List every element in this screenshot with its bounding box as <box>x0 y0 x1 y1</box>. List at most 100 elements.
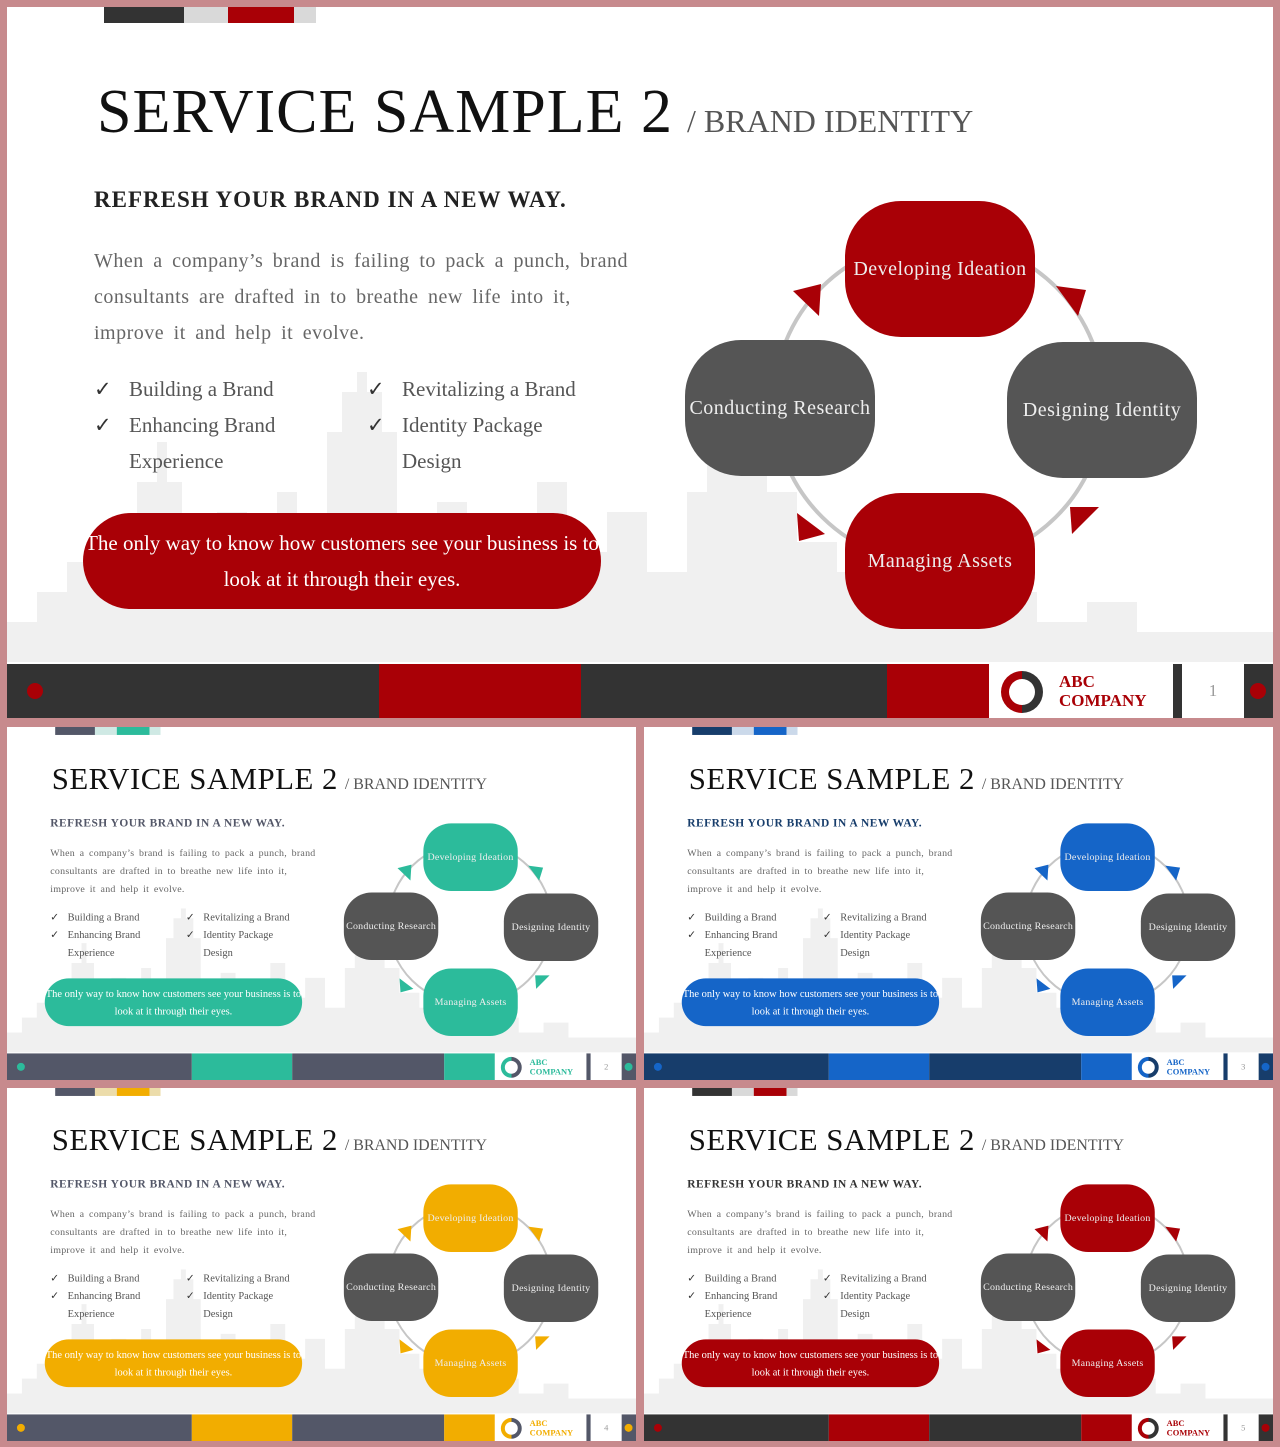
slide-thumbnail-red-small[interactable]: SERVICE SAMPLE 2/ BRAND IDENTITY REFRESH… <box>644 1088 1273 1441</box>
check-icon: ✓ <box>687 1271 696 1284</box>
quote-callout: The only way to know how customers see y… <box>83 513 601 609</box>
page-number: 2 <box>590 1053 622 1080</box>
checklist-right: ✓Revitalizing a Brand ✓Identity Package … <box>367 371 632 479</box>
arrow-icon <box>1034 1225 1049 1242</box>
arrow-icon <box>399 978 414 993</box>
quote-callout: The only way to know how customers see y… <box>44 978 303 1027</box>
body-paragraph: When a company’s brand is failing to pac… <box>687 1208 953 1256</box>
slide-thumbnail-blue[interactable]: SERVICE SAMPLE 2/ BRAND IDENTITY REFRESH… <box>644 727 1273 1080</box>
cycle-step-conducting-research: Conducting Research <box>343 1253 439 1322</box>
logo-line-2: COMPANY <box>1059 691 1147 710</box>
cycle-step-designing-identity: Designing Identity <box>1007 342 1197 478</box>
dot-icon <box>653 1423 662 1432</box>
process-cycle-diagram: Developing Ideation Designing Identity M… <box>671 189 1211 639</box>
cycle-step-developing-ideation: Developing Ideation <box>1060 823 1155 891</box>
arrow-icon <box>535 1336 550 1350</box>
dot-icon <box>653 1062 662 1071</box>
dot-icon <box>624 1062 633 1071</box>
cycle-step-managing-assets: Managing Assets <box>423 968 518 1037</box>
process-cycle-diagram: Developing Ideation Designing Identity M… <box>337 817 605 1041</box>
check-icon: ✓ <box>185 1271 195 1284</box>
page-number: 5 <box>1227 1414 1259 1441</box>
checklist-item: ✓Enhancing Brand Experience <box>50 926 167 962</box>
arrow-icon <box>528 865 544 881</box>
checklist-item: ✓Identity Package Design <box>186 1287 318 1323</box>
checklist-left: ✓Building a Brand ✓Enhancing Brand Exper… <box>94 371 329 479</box>
title-main: SERVICE SAMPLE 2 <box>688 1123 975 1158</box>
logo-ring-icon <box>1137 1056 1159 1078</box>
checklist-left: ✓Building a Brand ✓Enhancing Brand Exper… <box>687 908 804 962</box>
section-heading: REFRESH YOUR BRAND IN A NEW WAY. <box>94 187 567 212</box>
company-logo: ABC COMPANY <box>494 1053 587 1080</box>
check-icon: ✓ <box>822 928 832 941</box>
check-icon: ✓ <box>50 928 59 941</box>
checklist-item: ✓Enhancing Brand Experience <box>687 926 804 962</box>
checklist-item: ✓Building a Brand <box>50 908 167 926</box>
company-logo: ABC COMPANY <box>1131 1053 1224 1080</box>
checklist-left: ✓Building a Brand ✓Enhancing Brand Exper… <box>687 1269 804 1323</box>
arrow-icon <box>1036 978 1051 993</box>
title-subtitle: / BRAND IDENTITY <box>687 103 974 139</box>
quote-callout: The only way to know how customers see y… <box>681 978 940 1027</box>
dot-icon <box>1261 1423 1270 1432</box>
checklist-item: ✓Revitalizing a Brand <box>367 371 632 407</box>
slide-title: SERVICE SAMPLE 2/ BRAND IDENTITY <box>97 77 973 148</box>
arrow-icon <box>397 864 412 881</box>
logo-line-2: COMPANY <box>1166 1066 1211 1077</box>
check-icon: ✓ <box>687 1289 696 1302</box>
checklist-item: ✓Identity Package Design <box>367 407 632 479</box>
cycle-step-managing-assets: Managing Assets <box>1060 1329 1155 1398</box>
checklist-item: ✓Building a Brand <box>50 1269 167 1287</box>
company-logo: ABC COMPANY <box>494 1414 587 1441</box>
top-color-bars <box>55 1088 161 1096</box>
quote-callout: The only way to know how customers see y… <box>681 1339 940 1388</box>
process-cycle-diagram: Developing Ideation Designing Identity M… <box>974 1178 1242 1402</box>
arrow-icon <box>528 1226 544 1242</box>
check-icon: ✓ <box>185 928 195 941</box>
check-icon: ✓ <box>50 1271 59 1284</box>
dot-icon <box>1250 683 1266 699</box>
slide-thumbnail-teal[interactable]: SERVICE SAMPLE 2/ BRAND IDENTITY REFRESH… <box>7 727 636 1080</box>
check-icon: ✓ <box>687 928 696 941</box>
checklist-right: ✓Revitalizing a Brand ✓Identity Package … <box>823 908 955 962</box>
cycle-step-managing-assets: Managing Assets <box>845 493 1035 629</box>
arrow-icon <box>1070 507 1099 534</box>
check-icon: ✓ <box>367 413 385 437</box>
arrow-icon <box>1172 1336 1187 1350</box>
section-heading: REFRESH YOUR BRAND IN A NEW WAY. <box>50 1177 286 1190</box>
arrow-icon <box>1034 864 1049 881</box>
slide-thumbnail-red[interactable]: SERVICE SAMPLE 2/ BRAND IDENTITY REFRESH… <box>7 7 1273 718</box>
title-main: SERVICE SAMPLE 2 <box>51 762 338 797</box>
dot-icon <box>16 1062 25 1071</box>
body-paragraph: When a company’s brand is failing to pac… <box>50 1208 316 1256</box>
slide-title: SERVICE SAMPLE 2/ BRAND IDENTITY <box>689 762 1124 797</box>
check-icon: ✓ <box>50 910 59 923</box>
checklist-item: ✓Revitalizing a Brand <box>823 908 955 926</box>
checklist-item: ✓Revitalizing a Brand <box>186 1269 318 1287</box>
checklist-item: ✓Identity Package Design <box>186 926 318 962</box>
cycle-step-developing-ideation: Developing Ideation <box>845 201 1035 337</box>
arrow-icon <box>1165 1226 1181 1242</box>
arrow-icon <box>397 1225 412 1242</box>
slide-thumbnail-yellow[interactable]: SERVICE SAMPLE 2/ BRAND IDENTITY REFRESH… <box>7 1088 636 1441</box>
arrow-icon <box>399 1339 414 1354</box>
check-icon: ✓ <box>822 1289 832 1302</box>
arrow-icon <box>1165 865 1181 881</box>
checklist-left: ✓Building a Brand ✓Enhancing Brand Exper… <box>50 908 167 962</box>
check-icon: ✓ <box>185 910 195 923</box>
logo-ring-icon <box>1001 671 1043 713</box>
check-icon: ✓ <box>50 1289 59 1302</box>
top-color-bars <box>104 7 316 23</box>
logo-ring-icon <box>500 1417 522 1439</box>
checklist-item: ✓Enhancing Brand Experience <box>50 1287 167 1323</box>
cycle-step-managing-assets: Managing Assets <box>1060 968 1155 1037</box>
checklist-right: ✓Revitalizing a Brand ✓Identity Package … <box>823 1269 955 1323</box>
checklist-right: ✓Revitalizing a Brand ✓Identity Package … <box>186 908 318 962</box>
cycle-step-managing-assets: Managing Assets <box>423 1329 518 1398</box>
dot-icon <box>16 1423 25 1432</box>
checklist-item: ✓Enhancing Brand Experience <box>94 407 329 479</box>
section-heading: REFRESH YOUR BRAND IN A NEW WAY. <box>687 816 923 829</box>
body-paragraph: When a company’s brand is failing to pac… <box>50 847 316 895</box>
checklist-left: ✓Building a Brand ✓Enhancing Brand Exper… <box>50 1269 167 1323</box>
cycle-step-developing-ideation: Developing Ideation <box>1060 1184 1155 1252</box>
